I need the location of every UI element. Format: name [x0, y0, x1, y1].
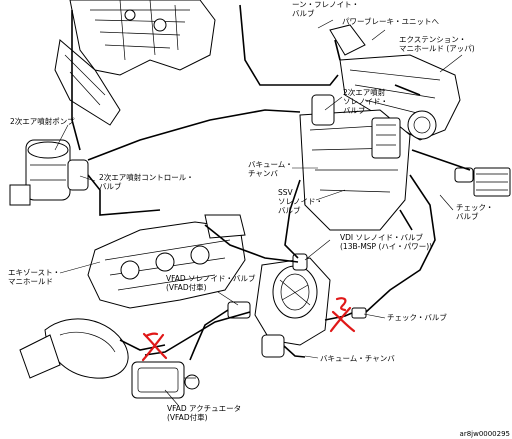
red-cross-mark-right [329, 297, 356, 333]
red-cross-mark-left [141, 332, 168, 362]
label-line: 2次エア噴射コントロール・ [99, 173, 194, 182]
label-line: ソレノイド・ [343, 97, 388, 106]
figure-code: ar8jw0000295 [459, 430, 510, 438]
exhaust-manifold [87, 214, 246, 309]
label-check-valve-bottom: チェック・バルブ [387, 313, 447, 322]
label-vdi-solenoid-valve: VDI ソレノイド・バルブ (13B-MSP (ハイ・パワー)) [340, 233, 432, 251]
label-line: (VFAD付車) [167, 413, 208, 422]
extension-manifold-upper [329, 24, 461, 141]
throttle-body [227, 253, 331, 358]
label-line: VDI ソレノイド・バルブ [340, 233, 424, 242]
label-vacuum-chamber-bottom: バキューム・チャンバ [320, 354, 395, 363]
label-line: 2次エア噴射 [343, 88, 386, 97]
label-purge-solenoid-valve: ーン・フレノイト・ バルブ [292, 0, 359, 18]
right-check-valves [351, 167, 511, 319]
engine-block [54, 0, 216, 126]
label-line: チェック・ [456, 203, 494, 212]
label-line: ーン・フレノイト・ [292, 0, 360, 9]
label-secondary-air-pump: 2次エア噴射ポンプ [10, 117, 75, 126]
label-line: バキューム・ [248, 160, 293, 169]
label-exhaust-manifold: エキゾースト・ マニホールド [8, 268, 60, 286]
secondary-air-pump [9, 139, 89, 206]
label-check-valve-right: チェック・ バルブ [456, 203, 493, 221]
label-line: VFAD ソレノイド・バルブ [166, 274, 256, 283]
label-line: バルブ [99, 182, 122, 191]
label-line: バルブ [456, 212, 479, 221]
label-line: マニホールド (アッパ) [399, 44, 475, 53]
label-line: (13B-MSP (ハイ・パワー)) [340, 242, 433, 251]
label-power-brake-unit: パワーブレーキ・ユニットへ [342, 17, 439, 26]
label-line: バルブ [278, 206, 301, 215]
label-line: ソレノイド・ [278, 197, 323, 206]
vfad-actuator [131, 361, 200, 399]
label-line: VFAD アクチュエータ [167, 404, 242, 413]
center-valve-cluster [299, 94, 411, 231]
label-extension-manifold: エクステンション・ マニホールド (アッパ) [399, 35, 475, 53]
label-secondary-air-solenoid: 2次エア噴射 ソレノイド・ バルブ [343, 88, 388, 115]
label-vfad-actuator: VFAD アクチュエータ (VFAD付車) [167, 404, 241, 422]
intake-pipe [19, 318, 129, 379]
label-line: 2次エア噴射ポンプ [10, 117, 75, 126]
label-line: チェック・バルブ [387, 313, 447, 322]
leader-lines [54, 19, 463, 406]
label-line: (VFAD付車) [166, 283, 207, 292]
vacuum-hoses [71, 4, 471, 361]
label-line: バキューム・チャンバ [320, 354, 395, 363]
label-line: SSV [278, 188, 293, 197]
label-line: バルブ [292, 9, 315, 18]
label-line: パワーブレーキ・ユニットへ [342, 17, 440, 26]
label-line: エキゾースト・ [8, 268, 61, 277]
label-secondary-air-control-valve: 2次エア噴射コントロール・ バルブ [99, 173, 194, 191]
label-ssv-solenoid-valve: SSV ソレノイド・ バルブ [278, 188, 323, 215]
label-line: マニホールド [8, 277, 53, 286]
label-line: エクステンション・ [399, 35, 467, 44]
label-vacuum-chamber-top: バキューム・ チャンバ [248, 160, 293, 178]
label-line: チャンバ [248, 169, 278, 178]
label-line: バルブ [343, 106, 366, 115]
label-vfad-solenoid-valve: VFAD ソレノイド・バルブ (VFAD付車) [166, 274, 256, 292]
